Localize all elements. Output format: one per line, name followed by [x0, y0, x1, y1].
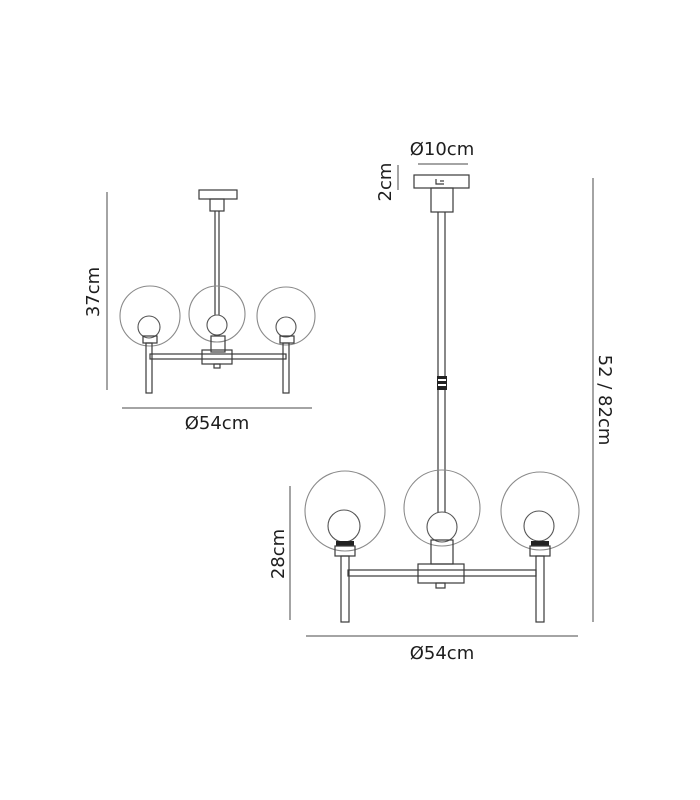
small-bulb-left	[137, 315, 161, 339]
globe-height-label: 28cm	[268, 529, 289, 579]
canopy-diameter-label: Ø10cm	[410, 139, 475, 160]
small-canopy	[198, 189, 238, 200]
small-bulb-right	[275, 316, 297, 338]
small-globe-center	[188, 285, 246, 343]
large-arm	[347, 569, 537, 577]
large-bulb-right	[523, 510, 555, 542]
large-hub	[417, 563, 465, 584]
large-globe-right	[500, 471, 580, 551]
large-bulb-center	[426, 511, 458, 543]
large-globe-left	[304, 470, 386, 552]
small-arm	[149, 353, 287, 360]
canopy-height-label: 2cm	[375, 163, 396, 202]
small-globe-left	[119, 285, 181, 347]
small-fixture-drawing: 37cm Ø54cm	[83, 189, 316, 434]
large-fixture-drawing: Ø10cm 2cm 52 / 82cm 28cm Ø54cm	[268, 139, 615, 664]
large-diameter-label: Ø54cm	[410, 643, 475, 664]
small-diameter-label: Ø54cm	[185, 413, 250, 434]
small-canopy-cup	[209, 198, 225, 212]
small-globe-right	[256, 286, 316, 346]
small-height-label: 37cm	[83, 267, 104, 317]
large-bulb-left	[327, 509, 361, 543]
small-bulb-center	[206, 314, 228, 336]
drop-label: 52 / 82cm	[594, 355, 615, 446]
rod-coupler	[437, 376, 447, 390]
large-globe-center	[403, 469, 481, 547]
large-canopy-cup	[430, 187, 454, 213]
